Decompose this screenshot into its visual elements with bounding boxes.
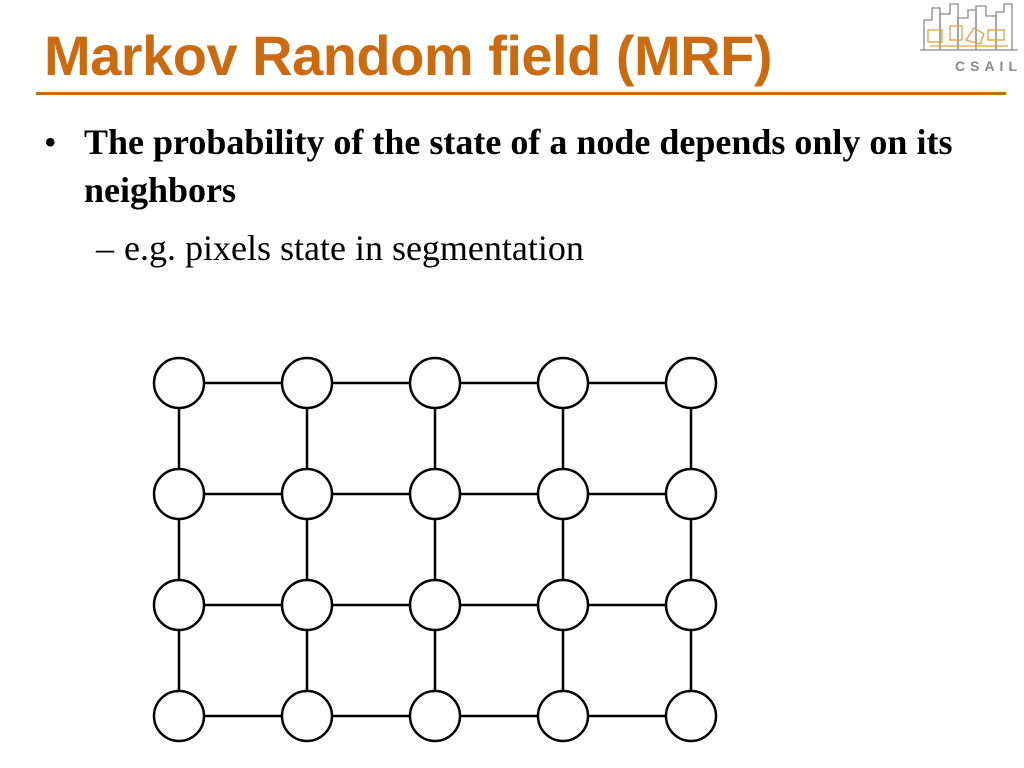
grid-node	[536, 689, 590, 743]
grid-node	[152, 689, 206, 743]
grid-node	[408, 356, 462, 410]
sub-bullet-marker: –	[96, 228, 114, 268]
grid-node	[664, 356, 718, 410]
bullet-text: The probability of the state of a node d…	[84, 122, 953, 210]
mrf-grid-diagram	[152, 356, 718, 743]
grid-node	[664, 467, 718, 521]
grid-node	[664, 578, 718, 632]
slide-title: Markov Random field (MRF)	[44, 24, 772, 87]
grid-node	[280, 467, 334, 521]
grid-node	[280, 356, 334, 410]
bullet-point-1: • The probability of the state of a node…	[44, 118, 1004, 214]
bullet-marker: •	[44, 122, 57, 162]
grid-node	[152, 467, 206, 521]
grid-node	[152, 356, 206, 410]
grid-node	[536, 467, 590, 521]
grid-node	[664, 689, 718, 743]
grid-node	[408, 467, 462, 521]
grid-node	[152, 578, 206, 632]
grid-node	[536, 578, 590, 632]
grid-node	[280, 578, 334, 632]
grid-node	[280, 689, 334, 743]
csail-logo-mark	[920, 3, 1018, 51]
title-underline	[36, 92, 1006, 95]
grid-node	[408, 689, 462, 743]
csail-logo-text: CSAIL	[955, 58, 1022, 74]
grid-node	[536, 356, 590, 410]
csail-logo: CSAIL	[918, 0, 1022, 82]
grid-node	[408, 578, 462, 632]
sub-bullet-point: –e.g. pixels state in segmentation	[96, 224, 584, 272]
sub-bullet-text: e.g. pixels state in segmentation	[124, 228, 584, 268]
